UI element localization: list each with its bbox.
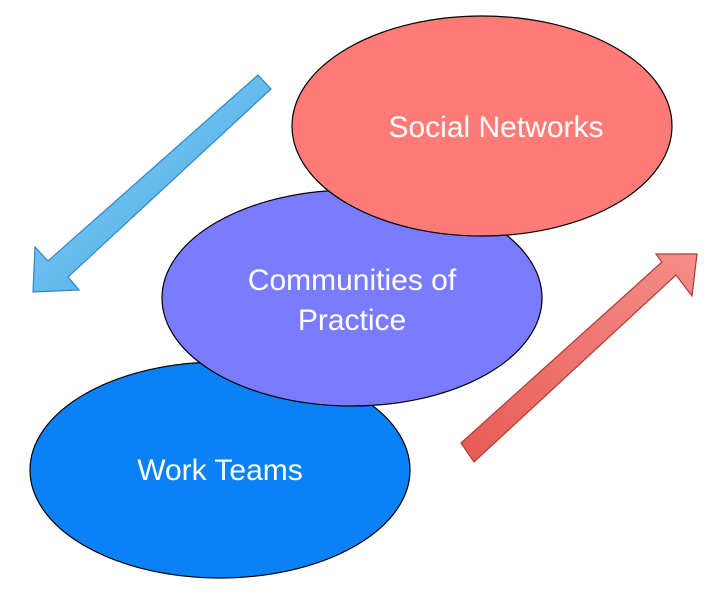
social-networks-ellipse bbox=[291, 15, 673, 237]
social-networks-label: Social Networks bbox=[388, 111, 603, 144]
node-social-networks: Social Networks bbox=[291, 15, 673, 237]
arrow-up-right-icon bbox=[460, 253, 698, 463]
node-communities-of-practice: Communities of Practice bbox=[161, 189, 543, 407]
communities-of-practice-label-line1: Communities of bbox=[248, 264, 457, 297]
communities-of-practice-label-line2: Practice bbox=[298, 304, 406, 337]
arrow-down-left-icon bbox=[32, 74, 272, 293]
work-teams-label: Work Teams bbox=[137, 454, 303, 487]
